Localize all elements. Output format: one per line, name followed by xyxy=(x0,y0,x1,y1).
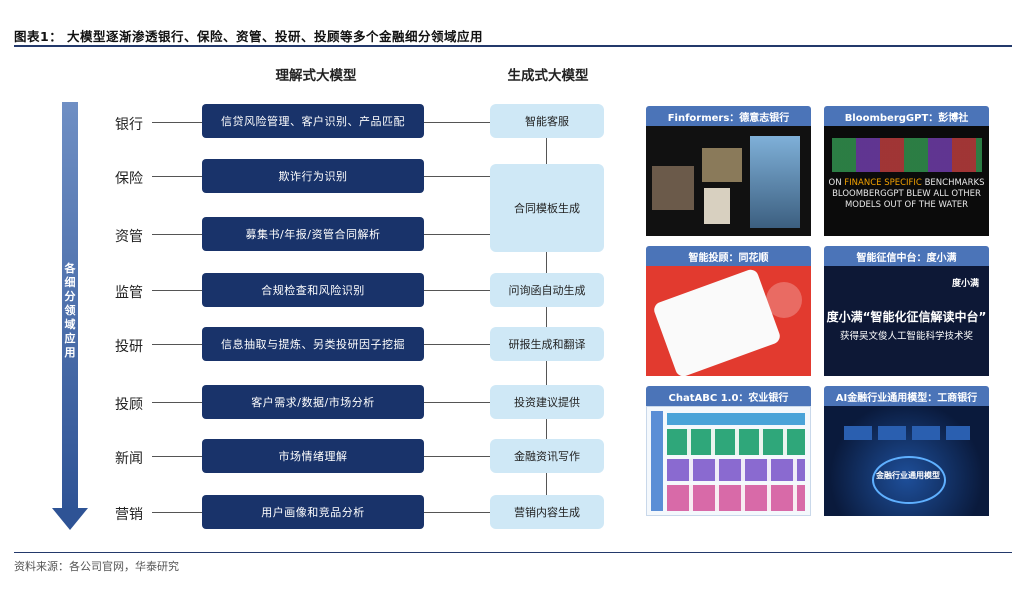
row-label-regulation: 监管 xyxy=(115,285,143,301)
arrow-head-icon xyxy=(52,508,88,530)
row-label-advisory: 投顾 xyxy=(115,397,143,413)
phone-mockup xyxy=(651,267,783,376)
bloomberg-image: ON FINANCE SPECIFIC BENCHMARKS BLOOMBERG… xyxy=(824,126,989,236)
duxiaoman-image: 度小满 度小满“智能化征信解读中台” 获得吴文俊人工智能科学技术奖 xyxy=(824,266,989,376)
icbc-image: 金融行业通用模型 xyxy=(824,406,989,516)
understanding-box-bank: 信贷风险管理、客户识别、产品匹配 xyxy=(202,104,424,138)
domain-arrow xyxy=(62,102,78,510)
generation-box-contract: 合同模板生成 xyxy=(490,164,604,252)
top-rule xyxy=(14,45,1012,47)
understanding-box-news: 市场情绪理解 xyxy=(202,439,424,473)
duxiaoman-logo: 度小满 xyxy=(951,279,979,289)
understanding-box-advisory: 客户需求/数据/市场分析 xyxy=(202,385,424,419)
panel-tonghuashun: 智能投顾：同花顺 xyxy=(646,246,811,376)
bottom-rule xyxy=(14,552,1012,553)
arch-layer xyxy=(667,459,805,481)
column-head-understanding: 理解式大模型 xyxy=(275,68,357,84)
model-center-label: 金融行业通用模型 xyxy=(876,471,940,480)
arch-layer xyxy=(667,429,805,455)
understanding-box-regulation: 合规检查和风险识别 xyxy=(202,273,424,307)
column-head-generation: 生成式大模型 xyxy=(507,68,589,84)
panel-bloomberggpt: BloombergGPT：彭博社 ON FINANCE SPECIFIC BEN… xyxy=(824,106,989,236)
row-label-research: 投研 xyxy=(115,339,143,355)
row-label-insurance: 保险 xyxy=(115,171,143,187)
arch-layer xyxy=(667,413,805,425)
benchmark-caption: ON FINANCE SPECIFIC BENCHMARKS BLOOMBERG… xyxy=(828,178,985,210)
tonghuashun-image xyxy=(646,266,811,376)
source-note: 资料来源：各公司官网，华泰研究 xyxy=(14,560,179,573)
benchmark-table xyxy=(832,138,982,172)
person-photo xyxy=(652,166,694,210)
generation-box-regulation: 问询函自动生成 xyxy=(490,273,604,307)
row-label-marketing: 营销 xyxy=(115,507,143,523)
understanding-box-research: 信息抽取与提炼、另类投研因子挖掘 xyxy=(202,327,424,361)
panel-caption: ChatABC 1.0：农业银行 xyxy=(646,386,811,406)
panel-chatabc: ChatABC 1.0：农业银行 xyxy=(646,386,811,516)
phone-photo xyxy=(704,188,730,224)
decor-circle xyxy=(766,282,802,318)
generation-box-bank: 智能客服 xyxy=(490,104,604,138)
panel-finformers: Finformers：德意志银行 xyxy=(646,106,811,236)
panel-caption: 智能征信中台：度小满 xyxy=(824,246,989,266)
duxiaoman-headline: 度小满“智能化征信解读中台” xyxy=(826,310,987,324)
generation-box-advisory: 投资建议提供 xyxy=(490,385,604,419)
generation-box-marketing: 营销内容生成 xyxy=(490,495,604,529)
understanding-box-asset-mgmt: 募集书/年报/资管合同解析 xyxy=(202,217,424,251)
panel-caption: Finformers：德意志银行 xyxy=(646,106,811,126)
arrow-label: 各细分领域应用 xyxy=(64,262,76,359)
row-label-bank: 银行 xyxy=(115,117,143,133)
arch-layer xyxy=(667,485,805,511)
figure-title: 图表1： 大模型逐渐渗透银行、保险、资管、投研、投顾等多个金融细分领域应用 xyxy=(14,29,484,44)
understanding-box-marketing: 用户画像和竞品分析 xyxy=(202,495,424,529)
duxiaoman-subline: 获得吴文俊人工智能科学技术奖 xyxy=(839,331,973,342)
arch-sidebar xyxy=(651,411,663,511)
panel-caption: 智能投顾：同花顺 xyxy=(646,246,811,266)
understanding-box-insurance: 欺诈行为识别 xyxy=(202,159,424,193)
panel-duxiaoman: 智能征信中台：度小满 度小满 度小满“智能化征信解读中台” 获得吴文俊人工智能科… xyxy=(824,246,989,376)
finformers-image xyxy=(646,126,811,236)
tower-photo xyxy=(750,136,800,228)
office-photo xyxy=(702,148,742,182)
top-nodes xyxy=(844,426,970,440)
panel-icbc: AI金融行业通用模型：工商银行 金融行业通用模型 xyxy=(824,386,989,516)
chatabc-architecture xyxy=(646,406,811,516)
row-label-news: 新闻 xyxy=(115,451,143,467)
panel-caption: AI金融行业通用模型：工商银行 xyxy=(824,386,989,406)
generation-box-research: 研报生成和翻译 xyxy=(490,327,604,361)
model-ring xyxy=(872,456,946,504)
generation-box-news: 金融资讯写作 xyxy=(490,439,604,473)
panel-caption: BloombergGPT：彭博社 xyxy=(824,106,989,126)
row-label-asset-mgmt: 资管 xyxy=(115,229,143,245)
